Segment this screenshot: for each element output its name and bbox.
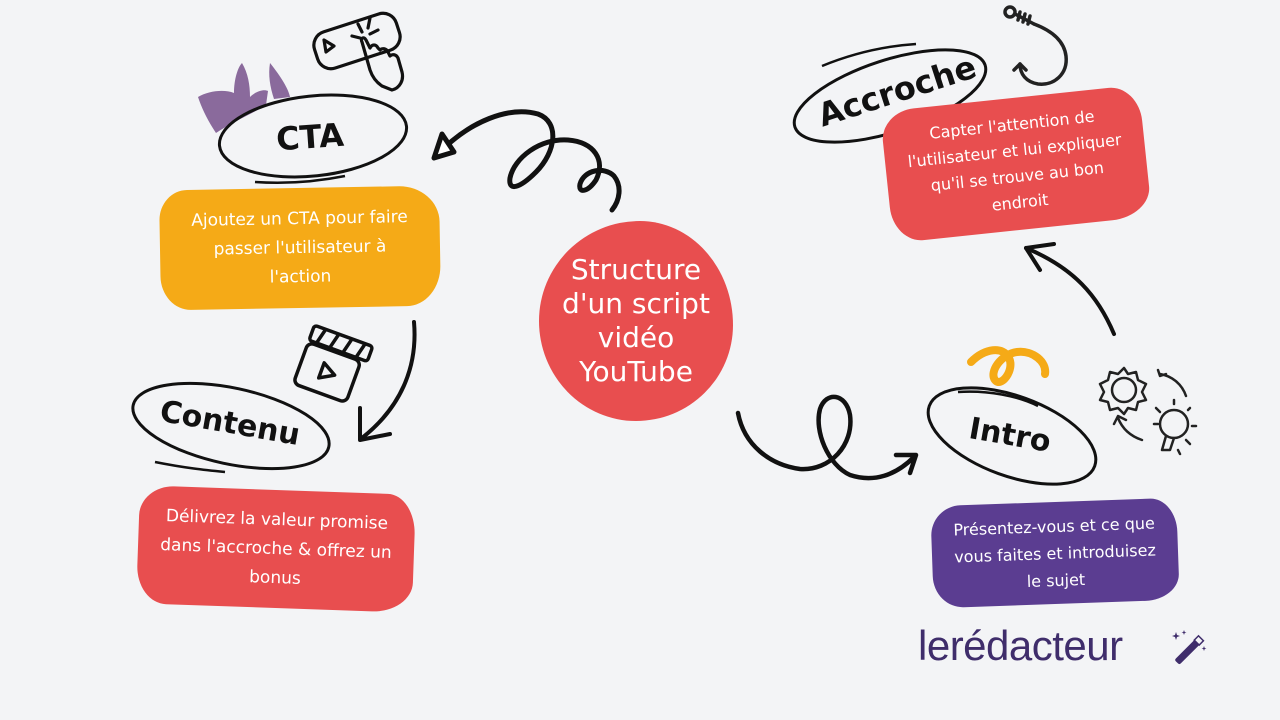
clapperboard-play-icon [293,324,374,403]
center-title-line: vidéo [597,321,675,354]
cta-description-card: Ajoutez un CTA pour faire passer l'utili… [158,185,442,311]
cta-description-line: Ajoutez un CTA pour faire [191,206,408,231]
accroche-description-card: Capter l'attention de l'utilisateur et l… [879,84,1153,244]
contenu-label-oval-icon [131,381,331,474]
arrow-cta-to-contenu-icon [358,320,417,442]
arrow-intro-to-accroche-icon [1024,242,1116,336]
cta-label-oval-icon [217,93,409,184]
cta-description-line: l'action [269,265,332,288]
decorative-purple-shapes-icon [198,63,290,133]
center-title-circle: Structure d'un script vidéo YouTube [539,221,733,421]
click-button-hand-icon [312,11,405,92]
curly-arrow-to-cta-icon [431,109,622,213]
curly-arrow-to-intro-icon [735,394,919,481]
intro-description-card: Présentez-vous et ce que vous faites et … [930,497,1180,609]
cta-description-line: passer l'utilisateur à [213,235,387,260]
magic-wand-icon [1172,630,1207,665]
gear-lightbulb-cycle-icon [1098,366,1198,456]
fishing-hook-icon [1003,5,1068,86]
intro-label-oval-icon [926,386,1098,486]
center-title-line: YouTube [579,355,693,388]
center-title-line: Structure [570,253,702,286]
cta-label: CTA [274,115,346,159]
brand-logo-text: lerédacteur [918,622,1123,669]
decorative-yellow-squiggle-icon [967,346,1050,386]
center-title-line: d'un script [562,287,710,320]
contenu-description-card: Délivrez la valeur promise dans l'accroc… [136,485,416,613]
